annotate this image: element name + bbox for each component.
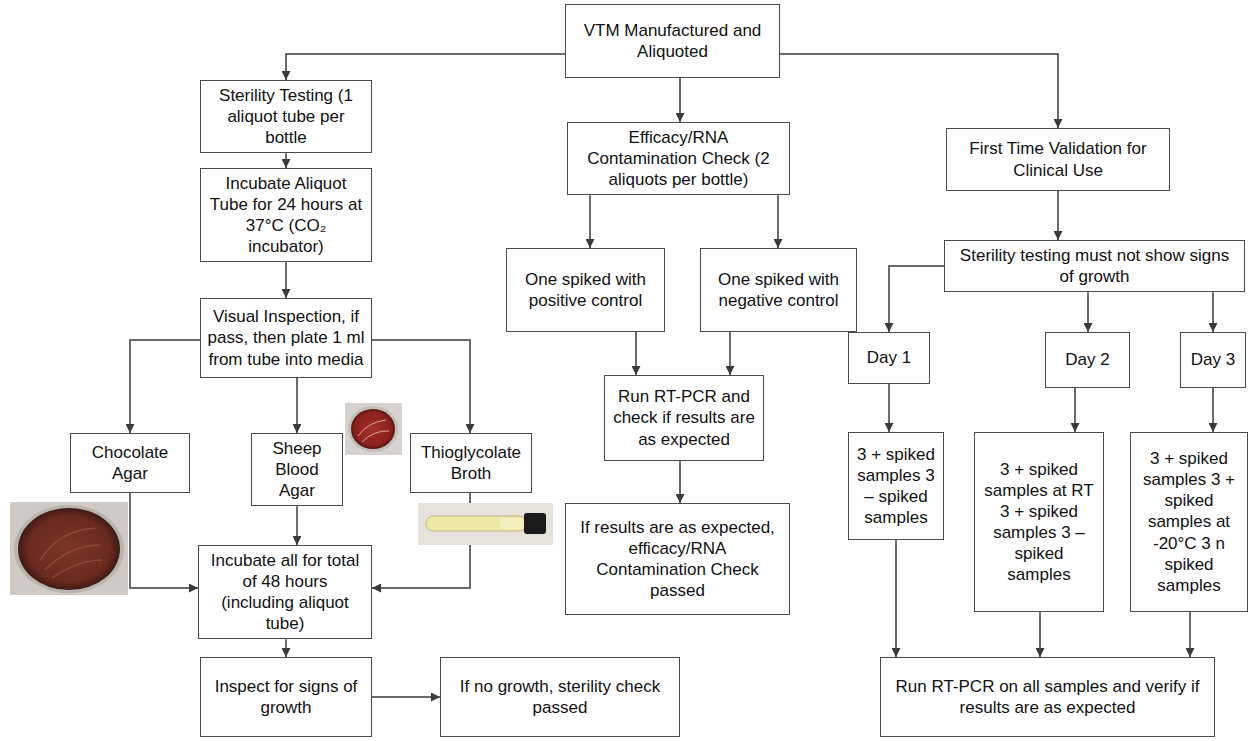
flow-arrow <box>888 384 890 432</box>
flow-arrow <box>1057 191 1059 240</box>
flow-arrow <box>1189 612 1191 657</box>
box-label: If results are as expected, efficacy/RNA… <box>572 517 783 601</box>
sheep-blood-agar-photo <box>345 403 402 455</box>
flow-arrow <box>285 639 287 657</box>
process-box: Run RT-PCR and check if results are as e… <box>604 375 764 461</box>
flow-arrow <box>1212 388 1214 432</box>
box-label: Efficacy/RNA Contamination Check (2 aliq… <box>574 127 783 190</box>
flow-arrow <box>130 493 198 588</box>
process-box: 3 + spiked samples 3 + spiked samples at… <box>1130 432 1248 612</box>
box-label: Visual Inspection, if pass, then plate 1… <box>207 306 365 369</box>
flow-arrow <box>372 696 440 698</box>
chocolate-agar-photo <box>10 502 128 595</box>
process-box: If no growth, sterility check passed <box>440 657 680 737</box>
photo-ground <box>10 502 128 595</box>
flow-arrow <box>635 332 637 375</box>
flow-arrow <box>1074 388 1076 432</box>
flow-arrow <box>895 540 897 657</box>
agar-plate <box>351 409 395 449</box>
flow-arrow <box>777 195 779 248</box>
box-label: If no growth, sterility check passed <box>447 676 673 718</box>
box-label: Sterility Testing (1 aliquot tube per bo… <box>207 85 365 148</box>
process-box: One spiked with positive control <box>506 248 665 332</box>
box-label: 3 + spiked samples at RT 3 + spiked samp… <box>981 459 1097 585</box>
petri-dish-rim <box>14 505 124 593</box>
flow-arrow <box>589 195 591 248</box>
process-box: VTM Manufactured and Aliquoted <box>565 4 780 78</box>
photo-ground <box>345 403 402 455</box>
box-label: Incubate Aliquot Tube for 24 hours at 37… <box>207 173 365 257</box>
flow-arrow <box>286 54 565 80</box>
box-label: 3 + spiked samples 3 – spiked samples <box>855 444 937 528</box>
process-box: Chocolate Agar <box>70 433 190 493</box>
petri-dish-rim <box>348 406 398 452</box>
flow-arrow <box>889 266 944 332</box>
box-label: Thioglycolate Broth <box>417 442 525 484</box>
box-label: Chocolate Agar <box>77 442 183 484</box>
box-label: Sheep Blood Agar <box>258 438 336 501</box>
box-label: Incubate all for total of 48 hours (incl… <box>205 550 365 634</box>
broth-tube <box>426 516 526 531</box>
flow-arrow <box>130 340 200 433</box>
process-box: Thioglycolate Broth <box>410 433 532 493</box>
process-box: Incubate Aliquot Tube for 24 hours at 37… <box>200 168 372 262</box>
box-label: 3 + spiked samples 3 + spiked samples at… <box>1137 448 1241 596</box>
process-box: Sheep Blood Agar <box>251 433 343 506</box>
tube-label <box>500 518 524 529</box>
process-box: Day 1 <box>848 332 930 384</box>
box-label: Sterility testing must not show signs of… <box>951 245 1238 287</box>
flow-arrow <box>1039 612 1041 657</box>
flow-arrow <box>1212 292 1214 332</box>
photo-ground <box>418 503 553 545</box>
flow-arrow <box>285 262 287 298</box>
agar-plate <box>18 508 120 590</box>
colony-streaks <box>40 528 102 578</box>
process-box: Visual Inspection, if pass, then plate 1… <box>200 298 372 378</box>
colony-streaks <box>358 420 389 442</box>
box-label: First Time Validation for Clinical Use <box>953 138 1163 180</box>
flow-arrow <box>780 54 1058 128</box>
process-box: 3 + spiked samples at RT 3 + spiked samp… <box>974 432 1104 612</box>
flow-arrow <box>296 506 298 545</box>
process-box: 3 + spiked samples 3 – spiked samples <box>848 432 944 540</box>
box-label: One spiked with negative control <box>707 269 850 311</box>
flow-arrow <box>679 461 681 503</box>
flow-arrow <box>296 378 298 433</box>
process-box: First Time Validation for Clinical Use <box>946 128 1170 191</box>
box-label: VTM Manufactured and Aliquoted <box>572 20 773 62</box>
box-label: Day 2 <box>1065 349 1109 370</box>
process-box: Efficacy/RNA Contamination Check (2 aliq… <box>567 122 790 195</box>
process-box: Sterility testing must not show signs of… <box>944 240 1245 292</box>
box-label: Inspect for signs of growth <box>207 676 365 718</box>
process-box: Day 3 <box>1180 332 1246 388</box>
box-label: One spiked with positive control <box>513 269 658 311</box>
process-box: If results are as expected, efficacy/RNA… <box>565 503 790 615</box>
box-label: Run RT-PCR on all samples and verify if … <box>887 676 1208 718</box>
box-label: Day 1 <box>867 347 911 368</box>
flow-arrow <box>1087 292 1089 332</box>
flow-arrow <box>679 78 681 122</box>
process-box: Sterility Testing (1 aliquot tube per bo… <box>200 80 372 153</box>
tube-cap <box>524 513 546 534</box>
box-label: Run RT-PCR and check if results are as e… <box>611 386 757 449</box>
process-box: Incubate all for total of 48 hours (incl… <box>198 545 372 639</box>
flow-arrow <box>285 153 287 168</box>
box-label: Day 3 <box>1191 349 1235 370</box>
process-box: Day 2 <box>1045 332 1130 388</box>
process-box: One spiked with negative control <box>700 248 857 332</box>
thioglycolate-tube-photo <box>418 503 553 545</box>
flow-arrow <box>729 332 731 375</box>
process-box: Run RT-PCR on all samples and verify if … <box>880 657 1215 737</box>
process-box: Inspect for signs of growth <box>200 657 372 737</box>
